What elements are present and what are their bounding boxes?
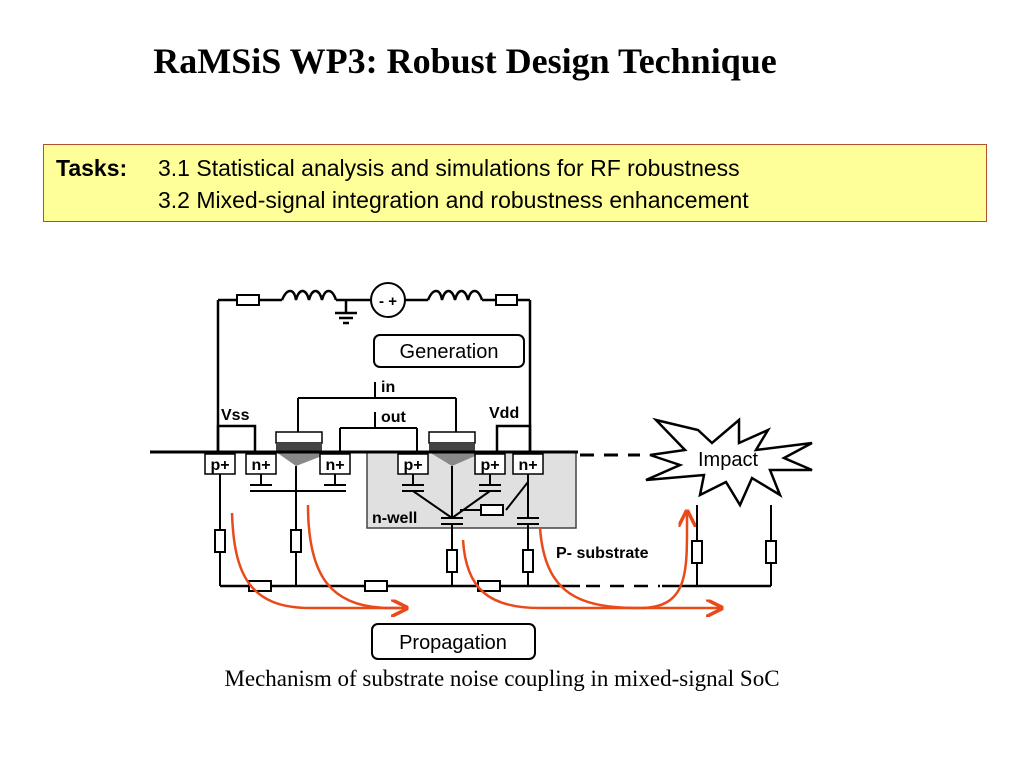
gate-channel-dotted	[295, 466, 453, 512]
diffusion-label-n2: n+	[325, 457, 344, 474]
diagram-caption: Mechanism of substrate noise coupling in…	[224, 666, 780, 691]
page-title: RaMSiS WP3: Robust Design Technique	[153, 41, 777, 81]
generation-label: Generation	[400, 341, 499, 363]
ground-rail-resistors	[248, 580, 501, 592]
pmos-gate	[428, 431, 476, 466]
impact-label: Impact	[698, 449, 758, 471]
impact-starburst	[645, 417, 813, 508]
noise-source-icon	[370, 282, 406, 318]
diffusion-label-p1: p+	[210, 457, 229, 474]
propagation-label: Propagation	[399, 632, 507, 654]
tasks-box: Tasks: 3.1 Statistical analysis and simu…	[43, 144, 987, 222]
nwell-label: n-well	[372, 510, 417, 527]
noise-source-label: - +	[379, 293, 397, 310]
resistor-icon	[495, 294, 518, 306]
resistor-icon	[236, 294, 260, 306]
vss-label: Vss	[221, 407, 250, 424]
task-item-1: 3.1 Statistical analysis and simulations…	[158, 155, 740, 181]
diffusion-label-n1: n+	[251, 457, 270, 474]
tasks-label: Tasks:	[56, 155, 128, 181]
generation-box	[373, 334, 525, 368]
diffusion-label-p3: p+	[480, 457, 499, 474]
propagation-arrows	[230, 504, 720, 608]
propagation-box	[371, 623, 536, 660]
task-item-2: 3.2 Mixed-signal integration and robustn…	[158, 187, 749, 213]
supply-loop	[216, 289, 532, 452]
vdd-label: Vdd	[489, 405, 519, 422]
gate-wiring	[297, 382, 457, 452]
diffusion-label-n3: n+	[518, 457, 537, 474]
nmos-gate	[275, 431, 323, 466]
resistors	[214, 504, 777, 573]
psubstrate-label: P- substrate	[556, 545, 649, 562]
out-label: out	[381, 409, 407, 426]
diffusion-label-p2: p+	[403, 457, 422, 474]
in-label: in	[381, 379, 395, 396]
